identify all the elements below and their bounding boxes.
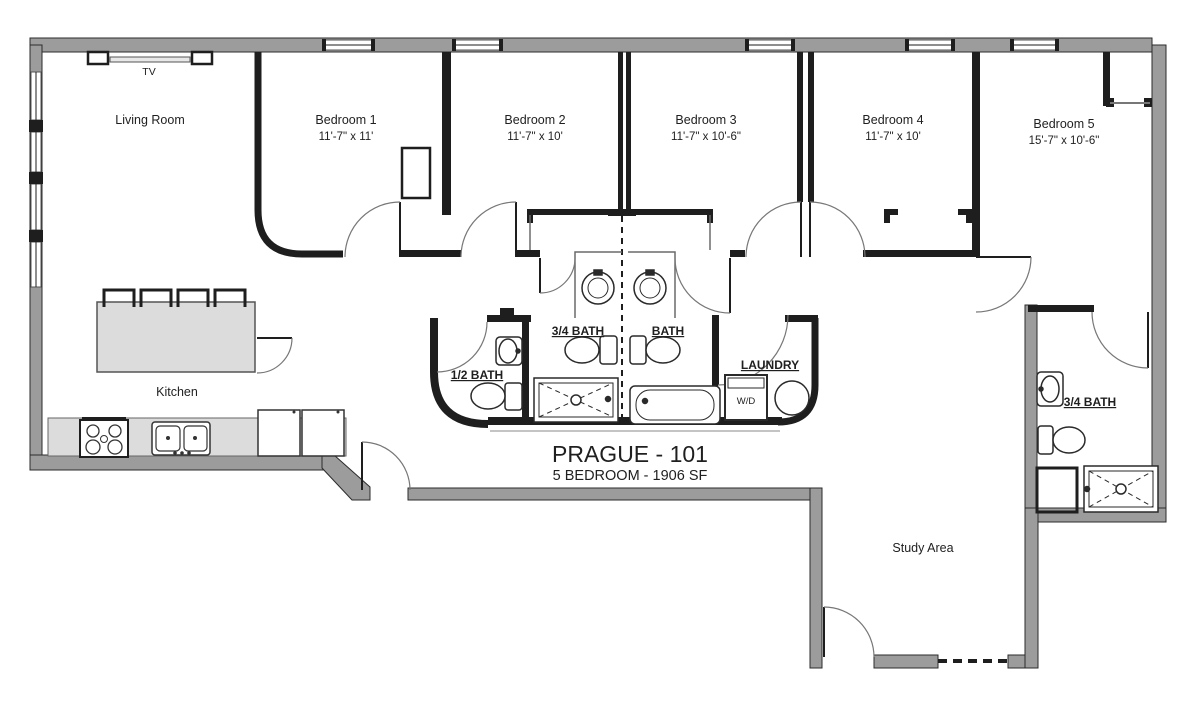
bedroom5-bath-toilet [1037, 425, 1086, 455]
exterior-walls [29, 37, 1167, 669]
doors [256, 102, 1150, 658]
bathtub [629, 385, 721, 425]
kitchen-fixtures [47, 50, 347, 458]
half-bath-door-arc [436, 321, 488, 373]
tv-label: TV [142, 66, 155, 78]
pedestal-sink-three-quarter [581, 269, 615, 305]
washer-dryer-label: W/D [737, 396, 756, 407]
half-bath-label: 1/2 BATH [451, 368, 503, 382]
bedroom5-bath-label: 3/4 BATH [1064, 395, 1116, 409]
bedroom5-label: Bedroom 5 [1033, 117, 1094, 131]
half-bath-top-wall [487, 315, 531, 322]
bedroom4-door-arc [809, 201, 866, 258]
study-door-arc [823, 606, 875, 658]
living-bedroom1-wall [254, 52, 343, 258]
three-quarter-bath-label: 3/4 BATH [552, 324, 604, 338]
half-bath-right-wall [522, 315, 529, 424]
bath-fixtures [470, 269, 1159, 513]
plan-subtitle: 5 BEDROOM - 1906 SF [553, 468, 708, 484]
right-wall [1151, 44, 1167, 523]
plan-title: PRAGUE - 101 [552, 441, 708, 467]
bedroom1-dims: 11'-7" x 11' [319, 131, 374, 143]
tv-unit [86, 50, 214, 66]
kitchen-label: Kitchen [156, 385, 198, 399]
study-bottom-wall-a [873, 654, 939, 669]
bedroom2-3-wall-a [618, 52, 623, 212]
entry-door-arc [361, 441, 411, 491]
bedroom1-label: Bedroom 1 [315, 113, 376, 127]
bedroom3-4-wall-b [808, 52, 814, 202]
tv-screen [109, 56, 191, 63]
bedroom5-bath-closet [1035, 466, 1079, 514]
living-room-label: Living Room [115, 113, 184, 127]
kitchen-sink [151, 421, 211, 456]
bedroom2-dims: 11'-7" x 10' [507, 131, 563, 143]
bedroom2-door-arc [460, 201, 517, 258]
labels: Living Room TV Kitchen Study Area Bedroo… [115, 66, 1116, 555]
bedroom4-label: Bedroom 4 [862, 113, 923, 127]
bedroom2-label: Bedroom 2 [504, 113, 565, 127]
top-wall [29, 37, 1153, 53]
laundry-top-wall [785, 315, 818, 322]
corridor-wall [407, 487, 811, 501]
island-door-arc [256, 337, 293, 374]
bedroom1-nook [400, 146, 432, 200]
bedroom5-bath-shower [1083, 465, 1159, 513]
half-bath-toilet [470, 382, 523, 411]
full-bath-door-arc [674, 257, 731, 314]
study-area-label: Study Area [892, 541, 953, 555]
three-quarter-bath-door-arc [539, 257, 576, 294]
appliance-left [257, 409, 301, 457]
washer-dryer [724, 374, 768, 421]
top-wall-windows [322, 39, 1059, 51]
bedroom4-bottom-wall [863, 250, 973, 257]
half-bath-sink [495, 336, 523, 366]
bar-stools [102, 288, 247, 307]
kitchen-island [96, 301, 256, 373]
bedroom4-dims: 11'-7" x 10' [865, 131, 921, 143]
left-wall-windows [29, 71, 43, 288]
bedroom5-door-arc [975, 256, 1032, 313]
full-bath-toilet [629, 335, 681, 365]
bedroom3-door-arc [745, 201, 802, 258]
full-bath-label: BATH [652, 324, 684, 338]
bedroom5-bath-sink [1036, 371, 1064, 407]
study-left-wall [809, 487, 823, 669]
three-quarter-bath-shower [533, 377, 619, 423]
bedroom3-4-wall-a [797, 52, 803, 202]
bedroom5-dims: 15'-7" x 10'-6" [1029, 135, 1100, 147]
pedestal-sink-full-bath [633, 269, 667, 305]
bedroom1-door-arc [344, 201, 401, 258]
laundry-label: LAUNDRY [741, 358, 799, 372]
three-quarter-bath-toilet [564, 335, 618, 365]
windows [29, 39, 1059, 663]
pod-left-rounded-wall [430, 318, 489, 428]
stove [79, 417, 129, 458]
study-right-wall [1024, 507, 1039, 669]
bedroom4-5-wall [972, 52, 980, 257]
bath-block-left-wall [1024, 304, 1038, 523]
bath-laundry-wall [712, 315, 718, 424]
bedroom5-bath-door-arc [1091, 311, 1149, 369]
bottom-left-wall [29, 454, 333, 471]
appliance-right [301, 409, 345, 457]
closet-back-wall [527, 209, 713, 215]
bedroom2-3-wall-b [626, 52, 631, 212]
laundry-basin [774, 380, 810, 416]
pod-right-rounded-wall [777, 318, 819, 426]
bedroom3-label: Bedroom 3 [675, 113, 736, 127]
bedroom5-closet-wall [1103, 52, 1110, 106]
bedroom1-2-wall [442, 52, 451, 215]
bedroom5-bath-top-wall [1028, 305, 1094, 312]
bedroom3-dims: 11'-7" x 10'-6" [671, 131, 741, 143]
